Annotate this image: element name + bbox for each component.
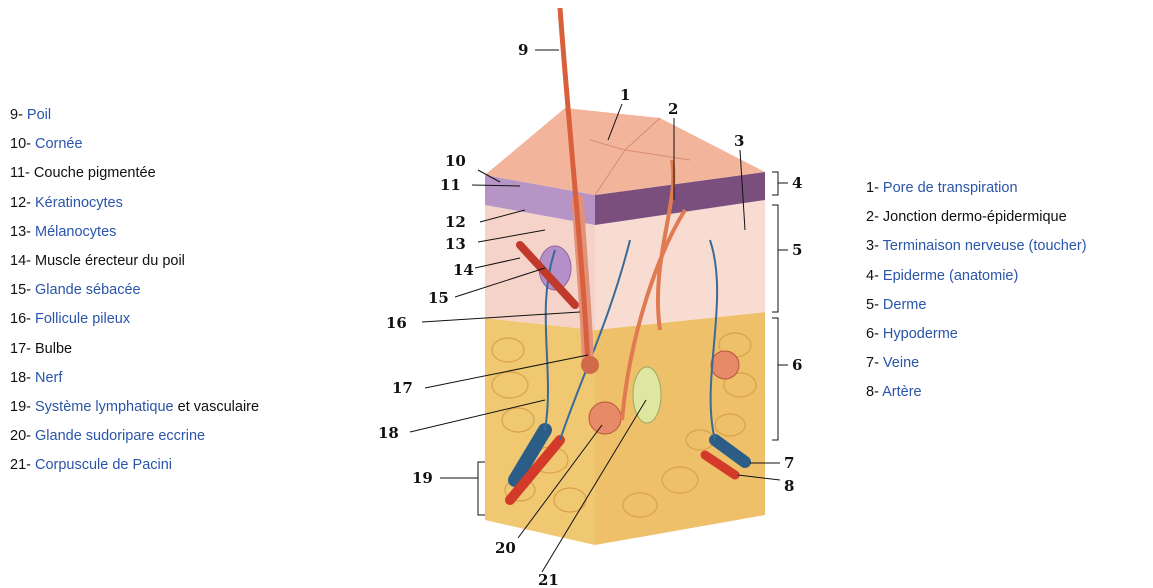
legend-link[interactable]: Glande sébacée bbox=[35, 282, 141, 298]
legend-number: 21- bbox=[10, 457, 35, 473]
legend-link[interactable]: Epiderme (anatomie) bbox=[883, 268, 1018, 284]
hypodermis-fat-right bbox=[595, 312, 765, 545]
legend-number: 17- bbox=[10, 341, 35, 357]
bracket-hypodermis bbox=[772, 318, 778, 440]
figure-label: 12 bbox=[445, 213, 466, 231]
legend-number: 20- bbox=[10, 428, 35, 444]
legend-item: 2- Jonction dermo-épidermique bbox=[866, 203, 1087, 232]
legend-text: et vasculaire bbox=[174, 399, 259, 415]
figure-label: 11 bbox=[440, 176, 461, 194]
legend-number: 5- bbox=[866, 297, 883, 313]
legend-number: 2- bbox=[866, 209, 883, 225]
figure-label: 16 bbox=[386, 314, 407, 332]
legend-number: 11- bbox=[10, 165, 34, 181]
legend-number: 19- bbox=[10, 399, 35, 415]
legend-number: 12- bbox=[10, 195, 35, 211]
legend-number: 15- bbox=[10, 282, 35, 298]
legend-link[interactable]: Poil bbox=[27, 107, 51, 123]
legend-number: 9- bbox=[10, 107, 27, 123]
bracket-epidermis bbox=[772, 172, 778, 195]
figure-label: 5 bbox=[792, 241, 802, 259]
legend-text: Couche pigmentée bbox=[34, 165, 156, 181]
legend-item: 8- Artère bbox=[866, 378, 1087, 407]
legend-item: 4- Epiderme (anatomie) bbox=[866, 262, 1087, 291]
figure-label: 2 bbox=[668, 100, 678, 118]
legend-item: 19- Système lymphatique et vasculaire bbox=[10, 393, 259, 422]
legend-item: 9- Poil bbox=[10, 101, 259, 130]
figure-label: 9 bbox=[518, 41, 528, 59]
legend-link[interactable]: Mélanocytes bbox=[35, 224, 116, 240]
figure-label: 6 bbox=[792, 356, 802, 374]
legend-item: 13- Mélanocytes bbox=[10, 218, 259, 247]
legend-link[interactable]: Système lymphatique bbox=[35, 399, 174, 415]
legend-item: 14- Muscle érecteur du poil bbox=[10, 247, 259, 276]
legend-number: 7- bbox=[866, 355, 883, 371]
legend-link[interactable]: Nerf bbox=[35, 370, 62, 386]
legend-link[interactable]: Follicule pileux bbox=[35, 311, 130, 327]
figure-label: 7 bbox=[784, 454, 794, 472]
figure-label: 13 bbox=[445, 235, 466, 253]
legend-number: 4- bbox=[866, 268, 883, 284]
legend-link[interactable]: Corpuscule de Pacini bbox=[35, 457, 172, 473]
figure-label: 17 bbox=[392, 379, 413, 397]
legend-number: 1- bbox=[866, 180, 883, 196]
legend-item: 21- Corpuscule de Pacini bbox=[10, 451, 259, 480]
legend-item: 12- Kératinocytes bbox=[10, 189, 259, 218]
figure-label: 15 bbox=[428, 289, 449, 307]
bracket-19 bbox=[478, 462, 485, 515]
sweat-gland-coil bbox=[589, 402, 621, 434]
legend-item: 17- Bulbe bbox=[10, 335, 259, 364]
bracket-dermis bbox=[772, 205, 778, 312]
legend-item: 16- Follicule pileux bbox=[10, 305, 259, 334]
legend-item: 11- Couche pigmentée bbox=[10, 159, 259, 188]
legend-item: 1- Pore de transpiration bbox=[866, 174, 1087, 203]
legend-number: 6- bbox=[866, 326, 883, 342]
legend-link[interactable]: Pore de transpiration bbox=[883, 180, 1018, 196]
legend-link[interactable]: Artère bbox=[882, 384, 922, 400]
legend-number: 13- bbox=[10, 224, 35, 240]
legend-text: Muscle érecteur du poil bbox=[35, 253, 185, 269]
legend-number: 14- bbox=[10, 253, 35, 269]
legend-link[interactable]: Cornée bbox=[35, 136, 83, 152]
legend-text: Jonction dermo-épidermique bbox=[883, 209, 1067, 225]
legend-item: 3- Terminaison nerveuse (toucher) bbox=[866, 232, 1087, 261]
legend-number: 16- bbox=[10, 311, 35, 327]
figure-label: 8 bbox=[784, 477, 794, 495]
figure-label: 19 bbox=[412, 469, 433, 487]
figure-label: 3 bbox=[734, 132, 744, 150]
legend-item: 15- Glande sébacée bbox=[10, 276, 259, 305]
figure-label: 14 bbox=[453, 261, 474, 279]
hair-bulb bbox=[581, 356, 599, 374]
figure-label: 1 bbox=[620, 86, 630, 104]
figure-label: 21 bbox=[538, 571, 559, 588]
figure-label: 20 bbox=[495, 539, 516, 557]
legend-link[interactable]: Terminaison nerveuse (toucher) bbox=[883, 238, 1087, 254]
legend-link[interactable]: Glande sudoripare eccrine bbox=[35, 428, 205, 444]
legend-number: 8- bbox=[866, 384, 882, 400]
legend-link[interactable]: Kératinocytes bbox=[35, 195, 123, 211]
legend-item: 5- Derme bbox=[866, 291, 1087, 320]
legend-item: 18- Nerf bbox=[10, 364, 259, 393]
legend-item: 6- Hypoderme bbox=[866, 320, 1087, 349]
sweat-gland-coil-right bbox=[711, 351, 739, 379]
figure-label: 10 bbox=[445, 152, 466, 170]
legend-number: 10- bbox=[10, 136, 35, 152]
figure-label: 18 bbox=[378, 424, 399, 442]
legend-link[interactable]: Hypoderme bbox=[883, 326, 958, 342]
skin-cross-section-diagram: 9 1 2 3 4 5 6 7 8 10 11 12 13 14 15 16 1… bbox=[360, 0, 830, 588]
legend-item: 20- Glande sudoripare eccrine bbox=[10, 422, 259, 451]
legend-text: Bulbe bbox=[35, 341, 72, 357]
legend-link[interactable]: Derme bbox=[883, 297, 927, 313]
legend-item: 7- Veine bbox=[866, 349, 1087, 378]
figure-label: 4 bbox=[792, 174, 802, 192]
legend-number: 18- bbox=[10, 370, 35, 386]
legend-number: 3- bbox=[866, 238, 883, 254]
legend-link[interactable]: Veine bbox=[883, 355, 919, 371]
legend-item: 10- Cornée bbox=[10, 130, 259, 159]
